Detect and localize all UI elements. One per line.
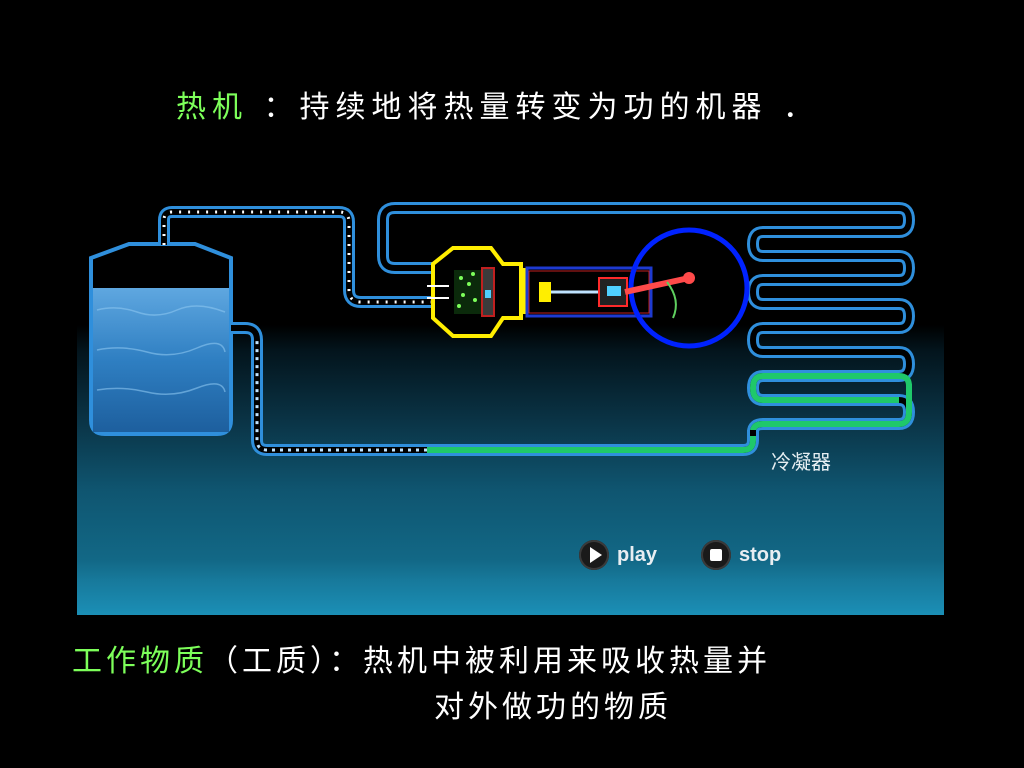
boiler-water: [93, 288, 229, 432]
definition-line-1: 工作物质（工质）：热机中被利用来吸收热量并: [72, 636, 771, 680]
play-icon: [579, 540, 609, 570]
play-button[interactable]: play: [579, 540, 657, 570]
stop-button[interactable]: stop: [701, 540, 781, 570]
stop-label: stop: [739, 543, 782, 566]
condenser-label: 冷凝器: [771, 450, 831, 474]
flywheel: [624, 227, 750, 349]
definition-text-1: （工质）：热机中被利用来吸收热量并: [208, 644, 771, 679]
definition-term: 工作物质: [72, 644, 208, 679]
play-label: play: [617, 543, 658, 566]
title-term: 热机: [176, 90, 248, 125]
heat-engine-animation: 冷凝器 play stop: [77, 150, 944, 615]
condensate: [750, 384, 912, 433]
boiler-tank: [89, 242, 233, 436]
slide-title: 热机 ：持续地将热量转变为功的机器 ．: [176, 82, 819, 126]
heat-engine-diagram: [89, 202, 916, 456]
cylinder: [427, 246, 527, 338]
stop-icon: [701, 540, 731, 570]
definition-line-2: 对外做功的物质: [434, 690, 672, 725]
title-text: ：持续地将热量转变为功的机器 ．: [248, 90, 820, 125]
